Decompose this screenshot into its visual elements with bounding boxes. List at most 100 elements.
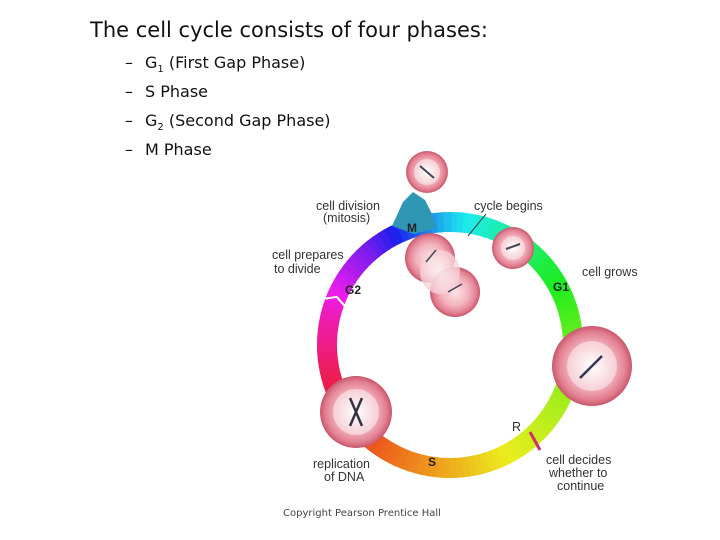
ring-segment — [533, 416, 554, 436]
ring-segment — [553, 290, 575, 306]
ring-segment — [420, 455, 433, 477]
ring-segment — [505, 439, 523, 461]
bullet-dash: – — [125, 53, 133, 72]
ring-segment — [351, 249, 371, 270]
cell-growing — [552, 326, 632, 406]
phase-g1-label: G1 — [553, 280, 569, 294]
ring-segment — [483, 450, 498, 472]
ring-segment — [376, 439, 394, 461]
ring-segment — [473, 214, 486, 237]
restriction-point-label: R — [512, 420, 521, 434]
ring-segment — [361, 240, 380, 262]
ring-segment — [467, 213, 480, 235]
ring-segment — [544, 272, 566, 290]
ring-segment — [377, 229, 395, 251]
phase-list: –G1 (First Gap Phase) –S Phase –G2 (Seco… — [125, 52, 331, 168]
bullet-dash: – — [125, 111, 133, 130]
cell-decides-label: cell decides — [546, 453, 611, 467]
ring-segment — [484, 218, 499, 240]
phase-g2-label: G2 — [345, 283, 361, 297]
cycle-begins-pointer — [467, 213, 487, 237]
ring-segment — [515, 432, 534, 454]
cell-cycle-begins — [492, 227, 534, 269]
ring-segment — [371, 232, 390, 254]
bullet-m: –M Phase — [125, 139, 331, 168]
ring-segment — [370, 435, 389, 457]
ring-segment — [557, 303, 579, 317]
ring-segment — [401, 450, 416, 472]
ring-segment — [382, 442, 399, 464]
cell-dna-replication — [320, 376, 392, 448]
cell-grows-label: cell grows — [582, 265, 638, 279]
ring-segment — [436, 212, 446, 233]
ring-segment — [338, 265, 360, 284]
ring-segment — [389, 222, 406, 245]
bullet-text: S Phase — [145, 82, 209, 101]
mitosis-tab — [392, 192, 436, 234]
ring-segment — [490, 220, 506, 243]
cell-dividing — [405, 233, 480, 317]
ring-segment — [318, 315, 340, 328]
ring-segment — [394, 447, 410, 470]
ring-segment — [537, 411, 558, 430]
slide-title: The cell cycle consists of four phases: — [90, 18, 488, 42]
bullet-text: M Phase — [145, 140, 212, 159]
ring-segment — [407, 452, 421, 474]
cycle-begins-label: cycle begins — [474, 199, 543, 213]
bullet-text-rest: (First Gap Phase) — [163, 53, 306, 72]
bullet-g2: –G2 (Second Gap Phase) — [125, 110, 331, 139]
of-dna-label: of DNA — [324, 470, 365, 484]
ring-segment — [494, 445, 511, 468]
ring-segment — [355, 245, 376, 266]
ring-segment — [537, 261, 559, 280]
cell-top — [406, 151, 448, 193]
ring-segment — [478, 452, 492, 474]
bullet-subscript: 1 — [157, 64, 164, 76]
bullet-text: G — [145, 111, 158, 130]
ring-segment — [323, 296, 345, 311]
ring-segment — [550, 390, 572, 407]
bullet-g1: –G1 (First Gap Phase) — [125, 52, 331, 81]
ring-segment — [489, 448, 505, 470]
ring-segment — [383, 225, 400, 248]
to-divide-label: to divide — [274, 262, 321, 276]
ring-segment — [328, 283, 350, 300]
bullet-dash: – — [125, 140, 133, 159]
ring-segment — [388, 445, 405, 467]
ring-segment — [334, 271, 356, 289]
ring-segment — [319, 309, 342, 322]
ring-segment — [443, 212, 452, 233]
ring-segment — [529, 250, 550, 271]
bullet-s: –S Phase — [125, 81, 331, 110]
ring-segment — [321, 302, 343, 316]
ring-segment — [346, 254, 367, 274]
ring-segment — [520, 428, 539, 450]
mitosis-label: (mitosis) — [323, 211, 370, 225]
ring-segment — [510, 436, 529, 458]
ring-segment — [454, 457, 464, 478]
whether-to-label: whether to — [548, 466, 607, 480]
phase-s-label: S — [428, 455, 436, 469]
ring-segment — [529, 420, 549, 441]
bullet-dash: – — [125, 82, 133, 101]
ring-segment — [555, 297, 577, 312]
ring-segment — [550, 284, 573, 301]
bullet-text-rest: (Second Gap Phase) — [163, 111, 331, 130]
replication-label: replication — [313, 457, 370, 471]
ring-segment — [321, 373, 343, 387]
phase-m-label: M — [407, 221, 417, 235]
ring-segment — [331, 277, 353, 294]
continue-label: continue — [557, 479, 604, 493]
ring-segment — [540, 406, 562, 425]
cell-division-label: cell division — [316, 199, 380, 213]
ring-segment — [533, 256, 555, 275]
ring-segment — [541, 266, 563, 285]
ring-segment — [366, 236, 385, 258]
ring-segment — [414, 453, 427, 476]
bullet-text: G — [145, 53, 158, 72]
ring-segment — [317, 343, 338, 352]
copyright-notice: Copyright Pearson Prentice Hall — [283, 508, 441, 519]
ring-segment — [317, 349, 338, 359]
cell-prepares-label: cell prepares — [272, 248, 344, 262]
